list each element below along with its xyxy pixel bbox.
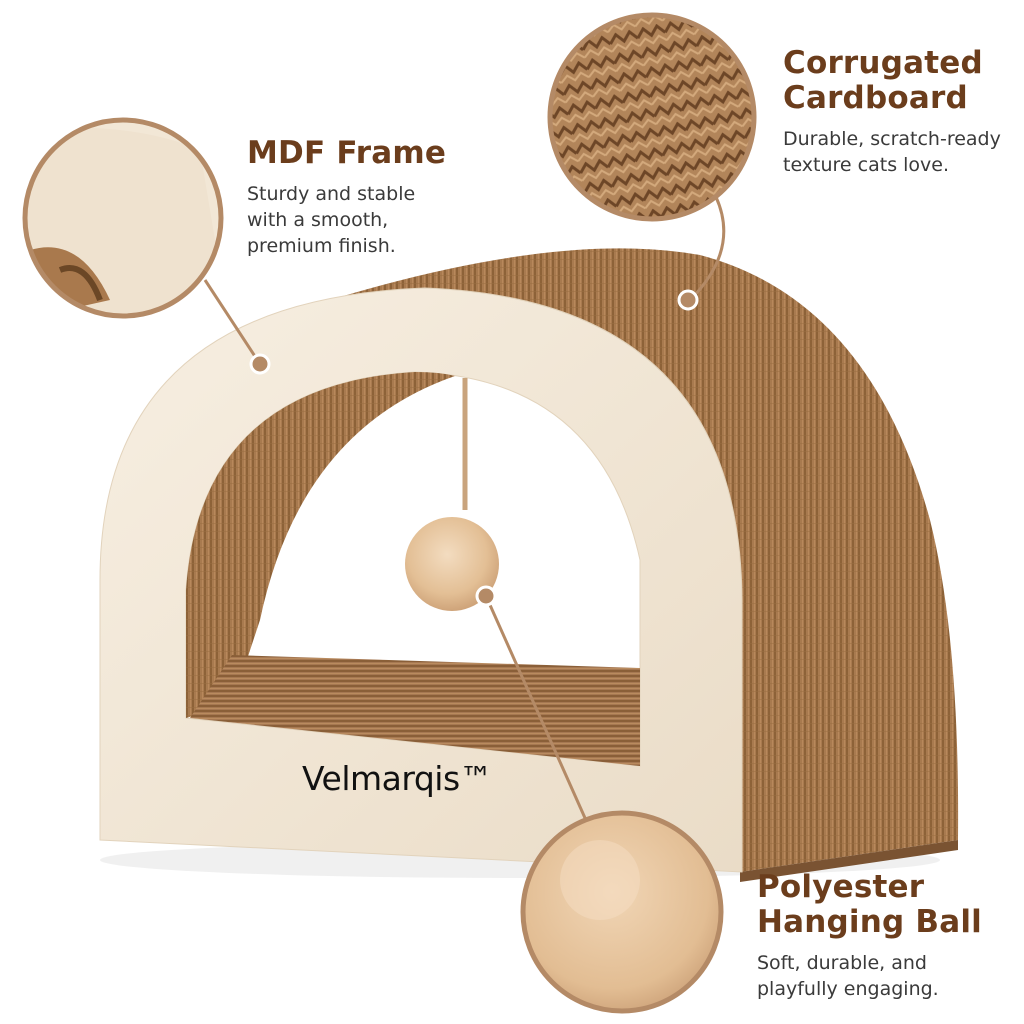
cardboard-description: Durable, scratch-ready texture cats love…: [783, 128, 1001, 176]
mdf-zoom-callout: [22, 117, 224, 319]
ball-description: Soft, durable, and playfully engaging.: [757, 952, 939, 1000]
mdf-frame-title: MDF Frame: [247, 135, 447, 171]
cardboard-pointer-dot: [677, 289, 699, 311]
cardboard-zoom-callout: [547, 12, 757, 222]
mdf-leader-line: [203, 279, 262, 365]
ball-title-line2: Hanging Ball: [757, 904, 983, 940]
mdf-frame-callout-text: MDF Frame Sturdy and stable with a smoot…: [247, 136, 447, 259]
cardboard-title-line2: Cardboard: [783, 80, 968, 116]
cardboard-arch-surface: [330, 248, 959, 873]
ball-title-line1: Polyester: [757, 869, 925, 905]
cardboard-callout-text: Corrugated Cardboard Durable, scratch-re…: [783, 46, 1018, 178]
mdf-pointer-dot: [249, 353, 271, 375]
ball-pointer-dot: [475, 585, 497, 607]
ball-leader-line: [484, 595, 587, 819]
tunnel-inner-wall: [186, 372, 455, 718]
cardboard-title-line1: Corrugated: [783, 45, 983, 81]
ball-zoom-callout: [520, 810, 724, 1014]
ball-title: Polyester Hanging Ball: [757, 870, 982, 940]
cardboard-edge: [740, 840, 958, 882]
tunnel-floor: [190, 655, 640, 766]
brand-logo-text: Velmarqis™: [302, 759, 493, 798]
cardboard-title: Corrugated Cardboard: [783, 46, 1018, 116]
cardboard-leader-line: [688, 196, 726, 302]
ball-callout-text: Polyester Hanging Ball Soft, durable, an…: [757, 870, 982, 1002]
mdf-frame-description: Sturdy and stable with a smooth, premium…: [247, 183, 416, 257]
hanging-ball: [405, 517, 499, 611]
